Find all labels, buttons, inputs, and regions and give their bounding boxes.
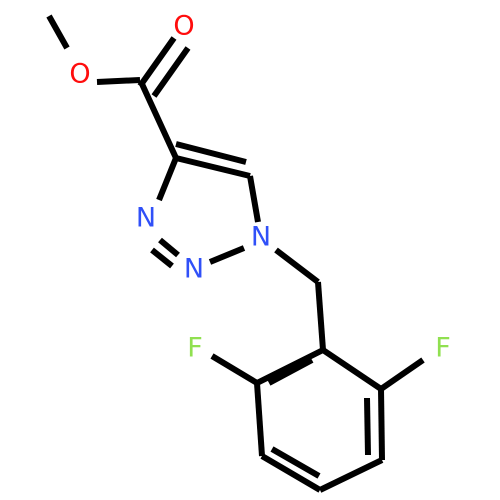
bond-n1-ch2 xyxy=(274,247,320,285)
atom-oxygen-carbonyl: O xyxy=(173,11,194,42)
bond-c6-f-right xyxy=(379,357,425,392)
bond-n3-n2-a xyxy=(158,237,180,258)
bond-ring-inner-2 xyxy=(270,446,321,479)
atom-nitrogen-n1: N xyxy=(251,222,271,253)
bond-c4-c5-a xyxy=(175,155,251,179)
bond-c5-n1 xyxy=(247,175,261,223)
bond-ring-c3-c4 xyxy=(260,453,322,493)
bond-carbonyl-double-a xyxy=(137,36,177,88)
bond-methyl-oxygen xyxy=(46,14,70,50)
bond-oxygen-carbonyl-carbon xyxy=(96,77,141,85)
bond-ch2-phenyl xyxy=(315,281,326,351)
bond-c2-f-left xyxy=(210,353,259,386)
bond-ring-inner-1 xyxy=(267,357,314,386)
atom-nitrogen-upper: N xyxy=(136,203,156,234)
bond-ring-c1-c6 xyxy=(321,347,383,392)
bond-c4-c5-b xyxy=(175,141,247,165)
bond-carbonyl-double-b xyxy=(151,46,191,98)
atom-nitrogen-lower: N xyxy=(184,254,204,285)
bond-ring-c1-c2 xyxy=(255,347,325,386)
bond-n2-n1 xyxy=(208,245,246,265)
atom-oxygen-ester: O xyxy=(69,59,90,90)
bond-c4-n3 xyxy=(156,156,179,202)
atom-fluorine-left: F xyxy=(187,333,203,364)
bond-n3-n2-b xyxy=(150,247,174,269)
bonds xyxy=(46,14,425,493)
bond-ring-c5-c6 xyxy=(378,388,385,461)
atom-fluorine-right: F xyxy=(435,333,451,364)
bond-ring-inner-3 xyxy=(364,397,371,456)
bond-carbonyl-ring xyxy=(139,82,179,160)
atom-labels: O O N N N F F xyxy=(69,11,450,364)
bond-ring-c4-c5 xyxy=(318,457,384,493)
bond-ring-c2-c3 xyxy=(254,382,265,457)
